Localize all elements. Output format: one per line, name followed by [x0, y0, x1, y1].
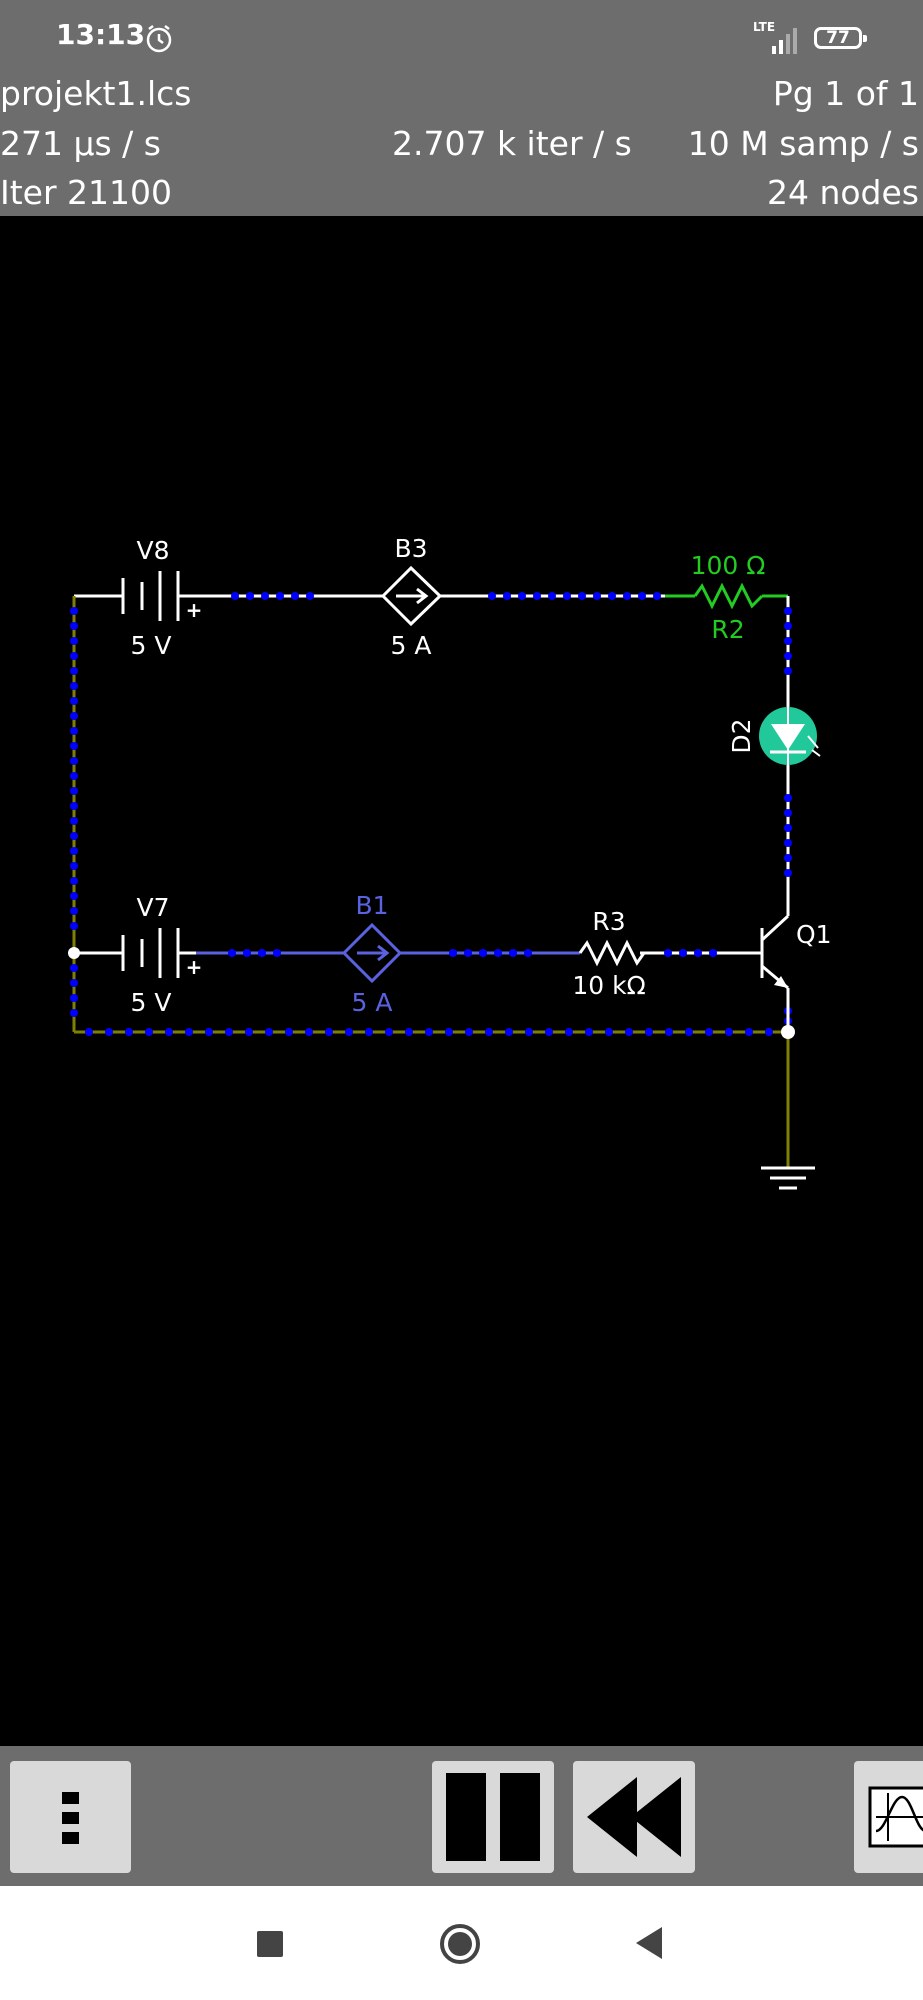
status-bar: 13:13 LTE 77: [0, 0, 923, 66]
scope-button[interactable]: [854, 1761, 923, 1873]
current-dots: [70, 592, 792, 1036]
svg-text:+: +: [186, 955, 203, 979]
svg-text:+: +: [186, 598, 203, 622]
junction-node[interactable]: [68, 947, 80, 959]
b3-value-label: 5 A: [391, 631, 432, 660]
rewind-button[interactable]: [573, 1761, 695, 1873]
navigation-bar: [0, 1886, 923, 2000]
page-indicator: Pg 1 of 1: [772, 74, 919, 113]
pause-button[interactable]: [432, 1761, 554, 1873]
junction-node[interactable]: [781, 1025, 795, 1039]
sample-rate: 10 M samp / s: [687, 124, 919, 163]
status-time: 13:13: [56, 18, 146, 51]
resistor-r2[interactable]: [693, 582, 764, 610]
d2-name-label: D2: [727, 718, 756, 753]
b3-name-label: B3: [394, 534, 427, 563]
home-icon[interactable]: [439, 1923, 481, 1965]
battery-v8[interactable]: +: [110, 568, 210, 624]
menu-icon: [62, 1792, 79, 1844]
network-type: LTE: [753, 20, 776, 34]
bottom-toolbar: [0, 1746, 923, 1886]
v8-value-label: 5 V: [131, 631, 172, 660]
iteration-count: Iter 21100: [0, 173, 173, 212]
b1-name-label: B1: [355, 891, 388, 920]
transistor-q1[interactable]: [760, 901, 790, 1032]
signal-icon: [772, 28, 797, 54]
iteration-rate: 2.707 k iter / s: [392, 124, 632, 163]
simulation-info-header: projekt1.lcs Pg 1 of 1 271 µs / s 2.707 …: [0, 66, 923, 216]
battery-v7[interactable]: +: [121, 928, 203, 979]
led-d2[interactable]: [759, 707, 821, 765]
recents-icon[interactable]: [257, 1931, 283, 1957]
ground-symbol[interactable]: [761, 1166, 815, 1190]
node-count: 24 nodes: [766, 173, 919, 212]
r2-name-label: R2: [711, 615, 744, 644]
r3-value-label: 10 kΩ: [572, 971, 645, 1000]
back-icon[interactable]: [634, 1925, 664, 1961]
scope-icon: [868, 1786, 923, 1848]
sim-time-rate: 271 µs / s: [0, 124, 161, 163]
r2-value-label: 100 Ω: [691, 551, 766, 580]
b1-value-label: 5 A: [352, 988, 393, 1017]
r3-name-label: R3: [592, 907, 625, 936]
menu-button[interactable]: [10, 1761, 131, 1873]
resistor-r3[interactable]: [578, 939, 646, 967]
v8-name-label: V8: [136, 536, 169, 565]
circuit-canvas[interactable]: + V8 5 V B3 5 A 100 Ω R2 D2 + V7 5 V: [0, 216, 923, 1746]
rewind-icon: [587, 1777, 681, 1857]
file-name: projekt1.lcs: [0, 74, 192, 113]
v7-name-label: V7: [136, 893, 169, 922]
battery-icon: 77: [814, 27, 867, 49]
current-source-b3[interactable]: [380, 565, 443, 627]
alarm-icon: [146, 25, 172, 53]
v7-value-label: 5 V: [131, 988, 172, 1017]
q1-name-label: Q1: [796, 920, 832, 949]
current-source-b1[interactable]: [341, 922, 403, 984]
pause-icon: [446, 1773, 540, 1861]
